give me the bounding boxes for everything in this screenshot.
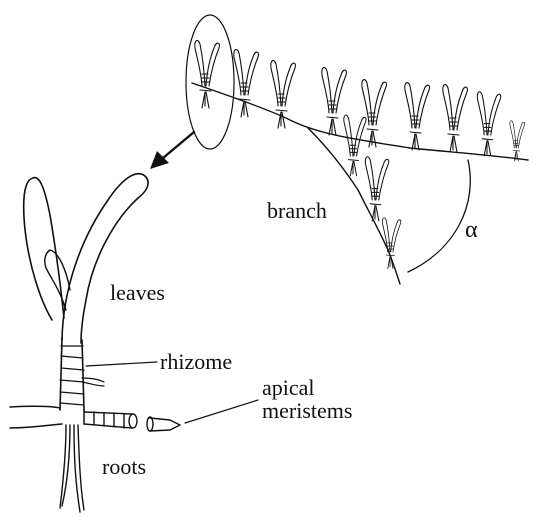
small-shoot [477, 92, 500, 156]
small-shoot [322, 68, 347, 135]
apical-meristem [147, 417, 180, 431]
rhizome-tip [84, 412, 137, 428]
small-shoot [234, 50, 259, 117]
small-shoot [195, 41, 220, 108]
sheath [60, 338, 84, 410]
rhizome-network [192, 41, 528, 284]
rhizome-leader [86, 362, 157, 366]
right-leaf [62, 174, 148, 343]
small-shoot [510, 121, 525, 161]
small-shoot [443, 85, 468, 152]
label-roots: roots [102, 454, 146, 479]
small-shoot [405, 83, 430, 150]
sheath-rings [60, 346, 84, 405]
label-meristems: meristems [262, 398, 352, 423]
label-branch: branch [267, 198, 327, 223]
small-shoot [362, 80, 387, 147]
small-shoot [344, 115, 366, 176]
roots [60, 425, 84, 512]
label-apical: apical [262, 375, 315, 400]
horizontal-rhizome [10, 406, 62, 428]
angle-arc [408, 160, 470, 272]
label-rhizome: rhizome [160, 349, 232, 374]
enlarged-shoot [10, 174, 180, 512]
label-leaves: leaves [110, 280, 165, 305]
zoom-arrow [150, 132, 194, 169]
label-angle: α [465, 217, 478, 243]
meristem-leader [185, 400, 258, 423]
small-shoot [271, 61, 296, 128]
left-leaf [24, 178, 64, 320]
